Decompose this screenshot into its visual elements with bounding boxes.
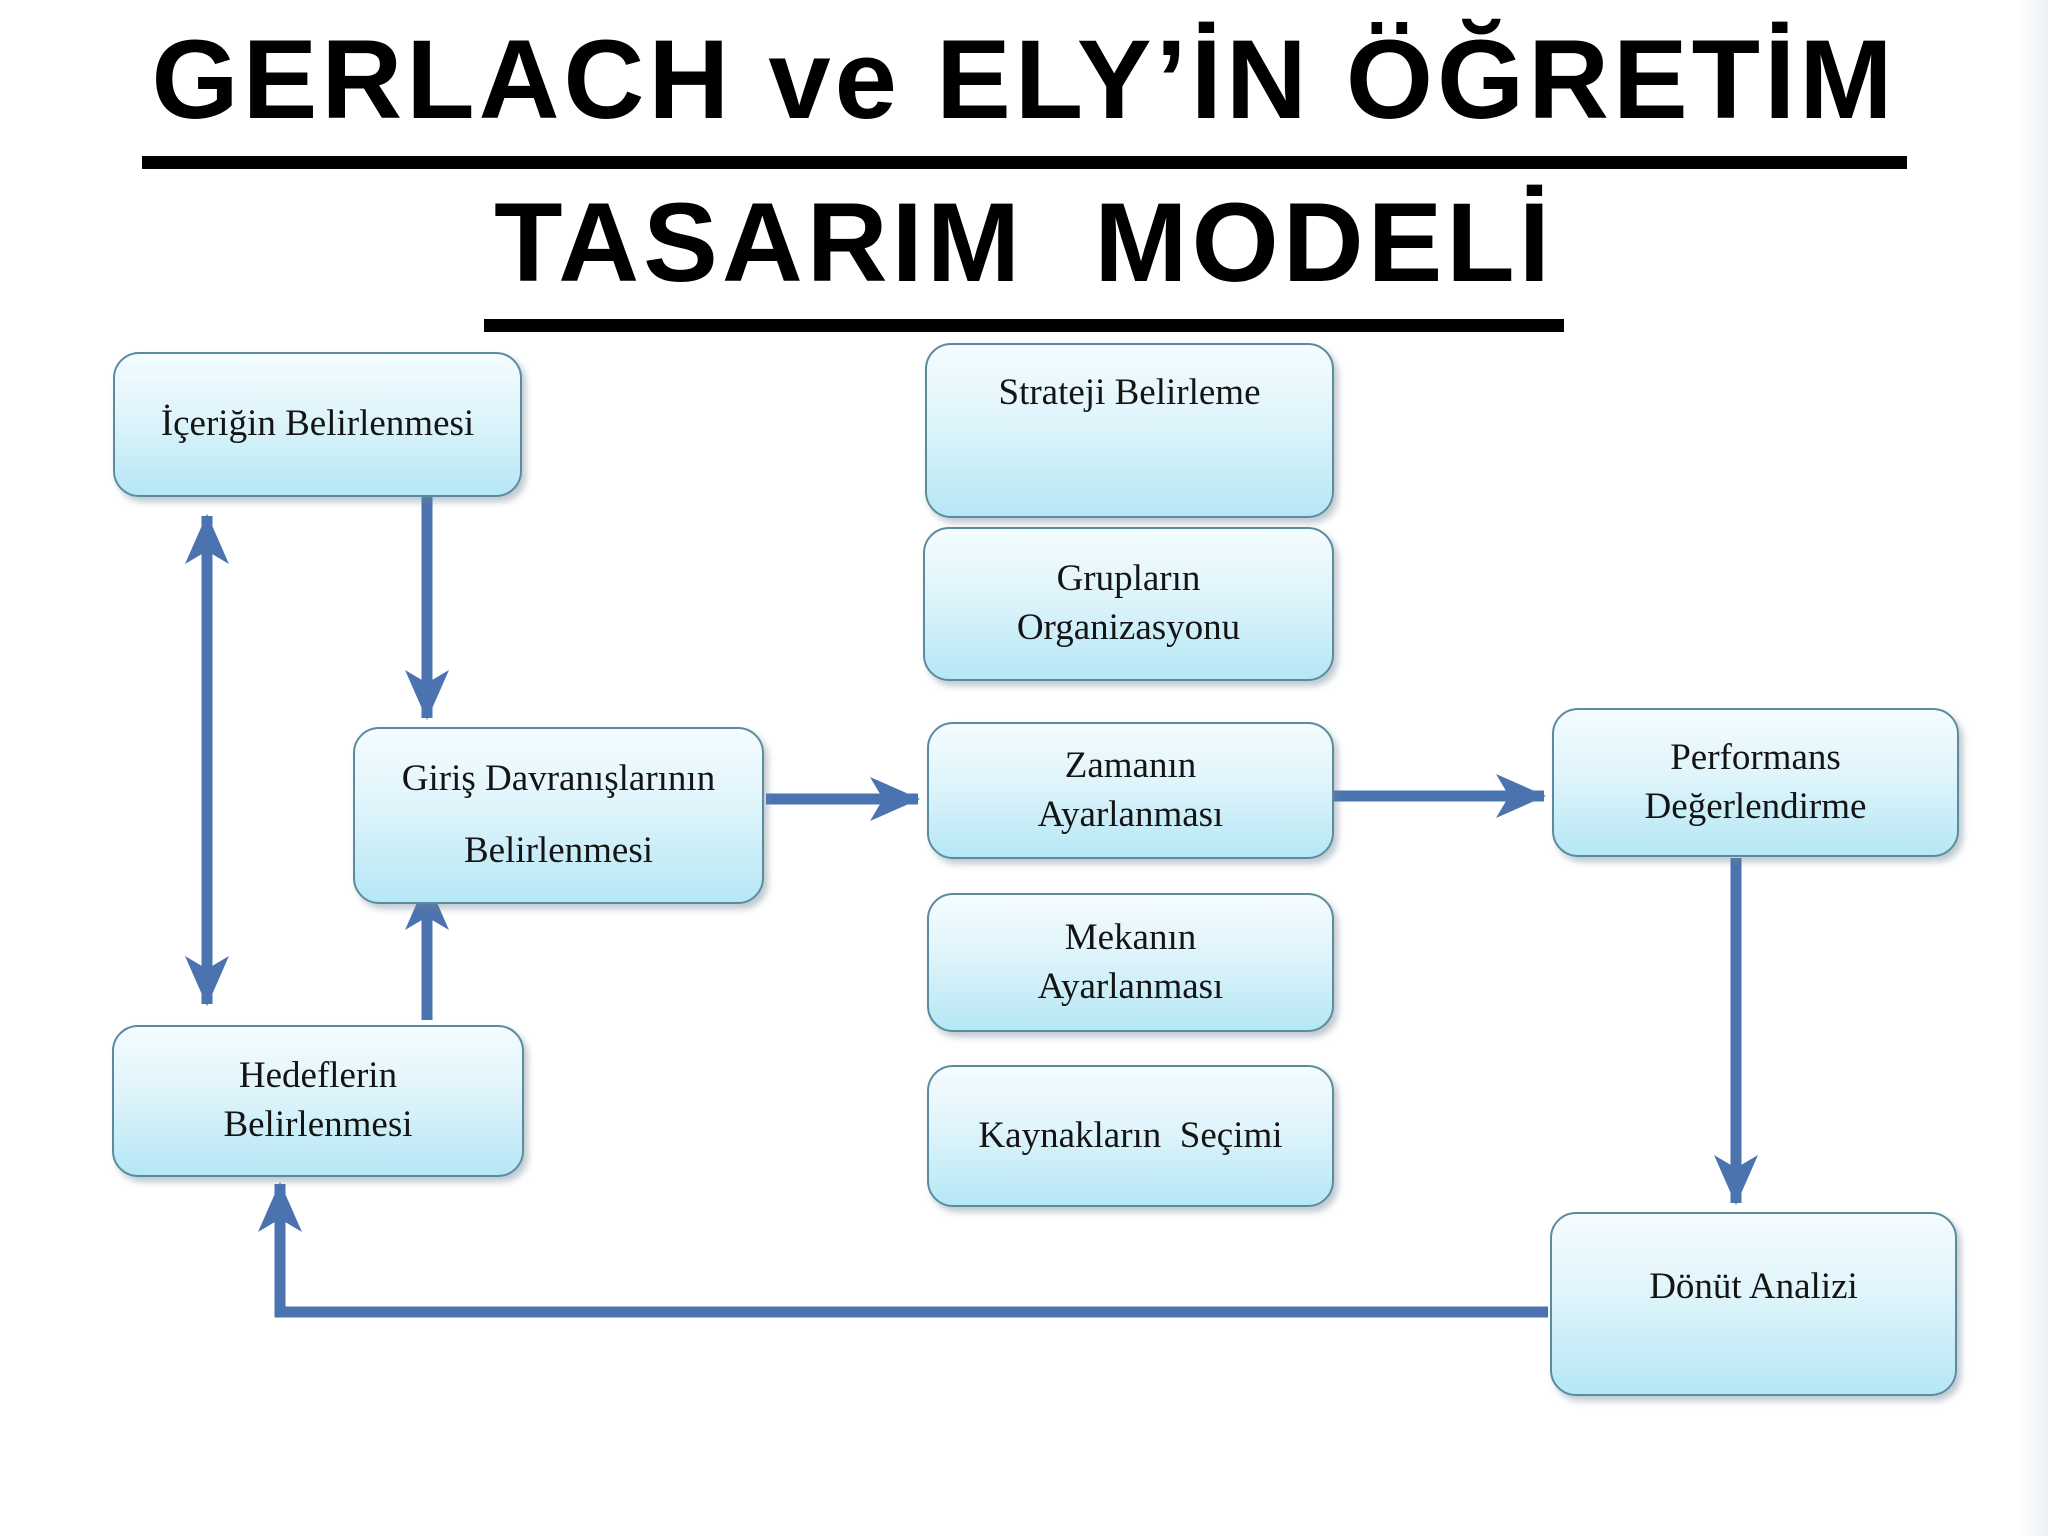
- page-title: GERLACH ve ELY’İN ÖĞRETİM TASARIM MODELİ: [0, 6, 2048, 332]
- node-label: Dönüt Analizi: [1649, 1265, 1858, 1307]
- node-label: İçeriğin Belirlenmesi: [160, 403, 475, 445]
- node-label-line2: Belirlenmesi: [463, 830, 654, 872]
- node-strateji-belirleme: Strateji Belirleme: [925, 343, 1334, 518]
- node-donut-analizi: Dönüt Analizi: [1550, 1212, 1957, 1396]
- node-label-line1: Grupların: [1056, 558, 1201, 600]
- node-gruplarin-organizasyonu: Grupların Organizasyonu: [923, 527, 1334, 681]
- arrow-donut-feedback-to-hedef: [258, 1182, 1548, 1318]
- node-hedeflerin-belirlenmesi: Hedeflerin Belirlenmesi: [112, 1025, 524, 1177]
- node-label-line1: Zamanın: [1064, 744, 1197, 786]
- node-label: Strateji Belirleme: [998, 372, 1261, 413]
- node-mekanin-ayarlanmasi: Mekanın Ayarlanması: [927, 893, 1334, 1032]
- node-label-line1: Mekanın: [1064, 916, 1197, 958]
- node-icerigin-belirlenmesi: İçeriğin Belirlenmesi: [113, 352, 522, 497]
- node-label-line2: Değerlendirme: [1644, 785, 1867, 827]
- node-zamanin-ayarlanmasi: Zamanın Ayarlanması: [927, 722, 1334, 859]
- node-label-line2: Belirlenmesi: [223, 1104, 413, 1145]
- node-label-line1: Giriş Davranışlarının: [401, 757, 716, 799]
- node-label: Kaynakların Seçimi: [978, 1114, 1283, 1156]
- node-giris-davranislarinin-belirlenmesi: Giriş Davranışlarının Belirlenmesi: [353, 727, 764, 904]
- node-performans-degerlendirme: Performans Değerlendirme: [1552, 708, 1959, 857]
- page-title-line1: GERLACH ve ELY’İN ÖĞRETİM: [141, 6, 1907, 169]
- node-label-line1: Hedeflerin: [238, 1055, 398, 1097]
- node-kaynaklarin-secimi: Kaynakların Seçimi: [927, 1065, 1334, 1207]
- node-label-line2: Ayarlanması: [1037, 965, 1224, 1007]
- node-label-line1: Performans: [1670, 736, 1841, 778]
- node-label-line2: Ayarlanması: [1037, 793, 1224, 835]
- page-title-line2: TASARIM MODELİ: [484, 169, 1564, 332]
- node-label-line2: Organizasyonu: [1016, 607, 1241, 648]
